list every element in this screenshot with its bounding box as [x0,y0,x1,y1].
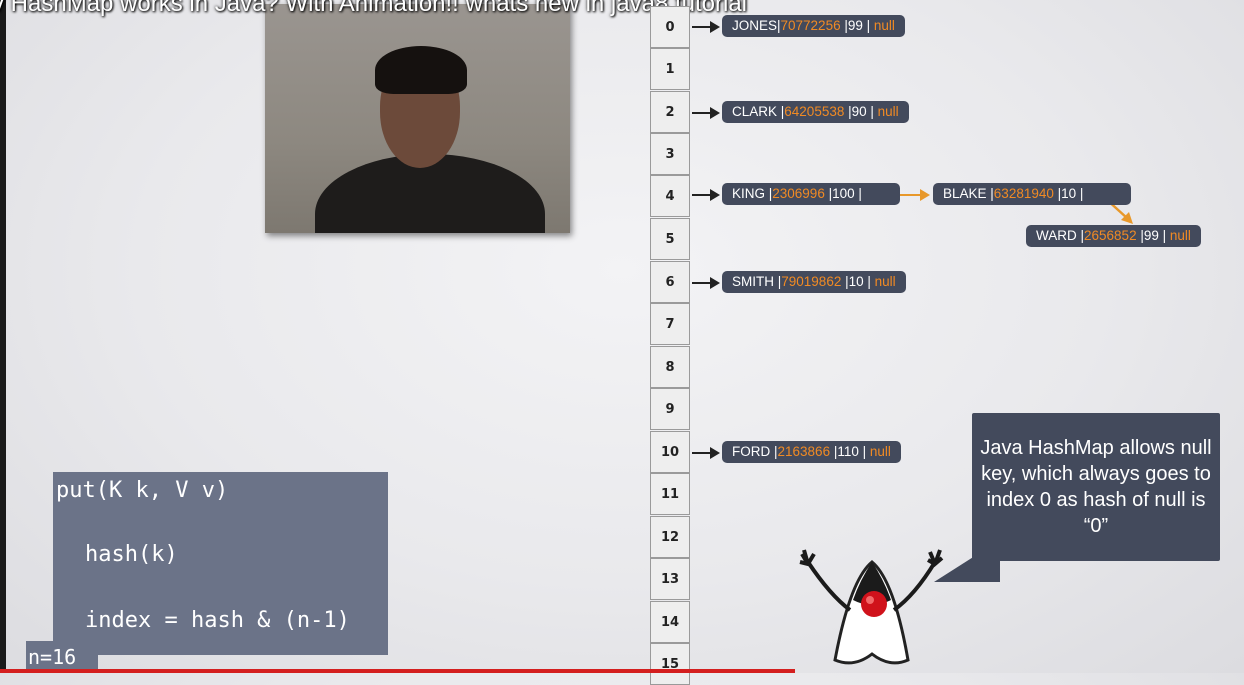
bucket-cell: 0 [650,6,690,48]
entry-node-smith: SMITH |79019862 |10 | null [722,271,906,293]
node-hash: 70772256 [780,18,841,33]
entry-node-king: KING |2306996 |100 | [722,183,900,205]
speech-line: index 0 as hash of null is [986,489,1206,511]
node-key: SMITH | [732,274,782,289]
node-hash: 79019862 [781,274,842,289]
bucket-cell: 15 [650,643,690,685]
speech-bubble: Java HashMap allows null key, which alwa… [972,413,1220,561]
bucket-cell: 1 [650,48,690,90]
code-line-index: index = hash & (n-1) [85,608,350,633]
node-value: |90 | [844,104,878,119]
presenter-hair [375,46,467,94]
node-key: KING | [732,186,773,201]
node-value: |10 | [1053,186,1084,201]
entry-node-clark: CLARK |64205538 |90 | null [722,101,909,123]
arrow-right-icon [692,21,720,33]
bucket-cell: 6 [650,261,690,303]
arrow-right-icon [692,107,720,119]
node-key: BLAKE | [943,186,994,201]
node-key: WARD | [1036,228,1085,243]
bucket-cell: 10 [650,431,690,473]
node-value: |10 | [841,274,875,289]
node-key: JONES| [732,18,781,33]
table-size-label: n=16 [26,641,98,673]
entry-node-blake: BLAKE |63281940 |10 | [933,183,1131,205]
node-value: |110 | [830,444,870,459]
webcam-feed [265,4,570,233]
node-hash: 2306996 [772,186,825,201]
video-left-edge [0,0,6,673]
chain-arrow-icon [890,189,930,201]
entry-node-ward: WARD |2656852 |99 | null [1026,225,1201,247]
node-key: CLARK | [732,104,785,119]
code-line-hash: hash(k) [85,542,178,567]
node-next: null [869,444,891,459]
bucket-cell: 8 [650,346,690,388]
bucket-cell: 14 [650,601,690,643]
bucket-cell: 2 [650,91,690,133]
bucket-cell: 5 [650,218,690,260]
video-title: v HashMap works in Java? With Animation!… [0,0,748,17]
speech-line: key, which always goes to [981,463,1211,485]
node-hash: 2656852 [1084,228,1137,243]
node-next: null [873,18,895,33]
arrow-right-icon [692,277,720,289]
speech-line: “0” [1083,515,1109,537]
java-duke-mascot-icon [799,549,944,665]
bucket-cell: 7 [650,303,690,345]
bucket-cell: 4 [650,175,690,217]
bucket-cell: 11 [650,473,690,515]
node-value: |99 | [840,18,874,33]
bucket-cell: 12 [650,516,690,558]
speech-line: Java HashMap allows null [980,437,1212,459]
arrow-right-icon [692,447,720,459]
node-next: null [877,104,899,119]
node-value: |100 | [824,186,862,201]
arrow-right-icon [692,189,720,201]
entry-node-jones: JONES|70772256 |99 | null [722,15,905,37]
node-value: |99 | [1136,228,1170,243]
node-hash: 63281940 [993,186,1054,201]
node-hash: 2163866 [777,444,831,459]
node-next: null [874,274,896,289]
node-key: FORD | [732,444,778,459]
entry-node-ford: FORD |2163866 |110 | null [722,441,901,463]
bucket-cell: 9 [650,388,690,430]
node-hash: 64205538 [784,104,845,119]
bucket-cell: 3 [650,133,690,175]
node-next: null [1169,228,1191,243]
bucket-cell: 13 [650,558,690,600]
code-line-put: put(K k, V v) [56,478,229,503]
video-progress-bar[interactable] [0,669,795,673]
code-snippet-panel: put(K k, V v) hash(k) index = hash & (n-… [53,472,388,655]
